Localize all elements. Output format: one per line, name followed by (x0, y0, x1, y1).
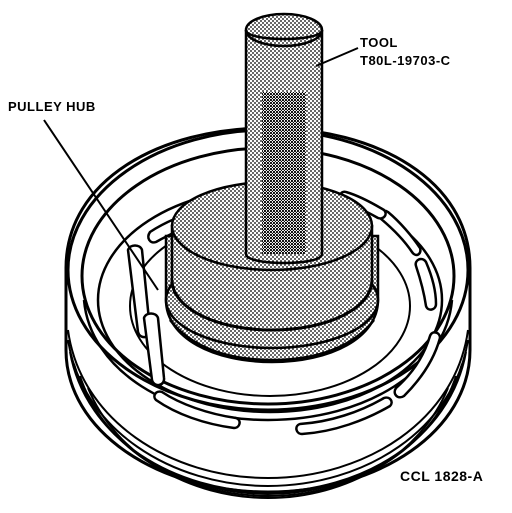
leader-lines (43, 47, 359, 291)
pulley-slots (126, 190, 442, 436)
tool-part-number-label: T80L-19703-C (360, 53, 451, 68)
tool-leader (315, 47, 359, 67)
tool-shaft (244, 12, 324, 265)
tool-label: TOOL (360, 35, 398, 50)
figure-id-label: CCL 1828-A (400, 468, 484, 484)
pulley-grooves (67, 329, 469, 500)
pulley-hub-label: PULLEY HUB (8, 99, 96, 114)
pulley-hub-leader (43, 119, 159, 291)
